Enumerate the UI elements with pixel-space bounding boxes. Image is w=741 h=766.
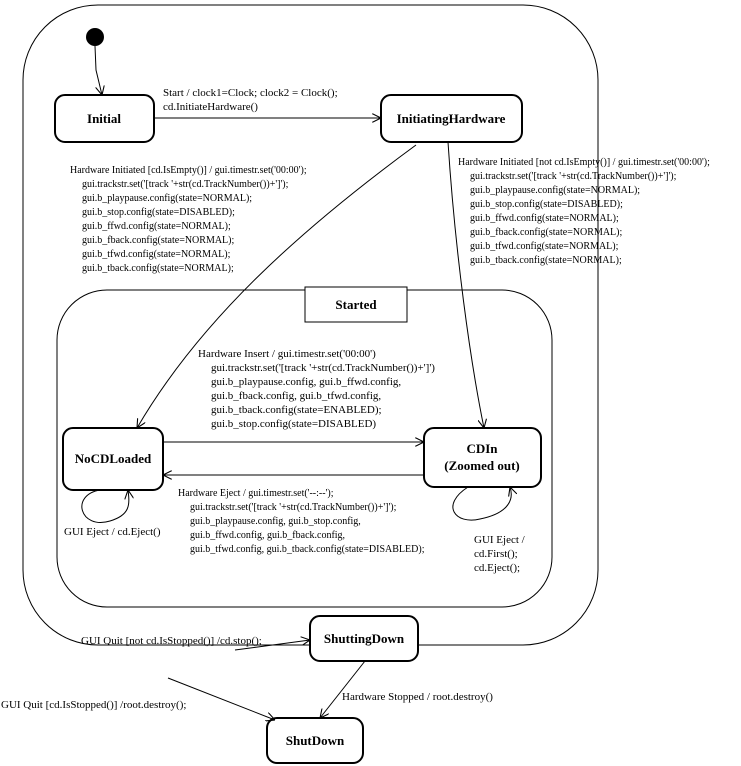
label-hw-insert-line: gui.b_playpause.config, gui.b_ffwd.confi…	[211, 376, 401, 388]
edge-initiating-to-cdin	[447, 141, 484, 428]
label-hw-insert: Hardware Insert / gui.timestr.set('00:00…	[198, 348, 438, 430]
label-start: Start / clock1=Clock; clock2 = Clock(); …	[163, 87, 340, 113]
label-hw-initiated-not-empty: Hardware Initiated [not cd.IsEmpty()] / …	[458, 157, 712, 266]
label-hw-initiated-not-empty-line: gui.trackstr.set('[track '+str(cd.TrackN…	[470, 171, 677, 182]
label-hw-initiated-not-empty-line: gui.b_fback.config(state=NORMAL);	[470, 227, 622, 238]
label-hw-insert-line: gui.b_fback.config, gui.b_tfwd.config,	[211, 390, 381, 402]
label-gui-eject-cdin-line: GUI Eject /	[474, 534, 526, 546]
label-hw-initiated-empty-line: Hardware Initiated [cd.IsEmpty()] / gui.…	[70, 165, 307, 176]
label-hw-eject-line: gui.trackstr.set('[track '+str(cd.TrackN…	[190, 502, 397, 513]
label-hw-initiated-not-empty-line: gui.b_tback.config(state=NORMAL);	[470, 255, 622, 266]
initial-pseudostate	[86, 28, 104, 46]
label-gui-quit-stopped: GUI Quit [cd.IsStopped()] /root.destroy(…	[1, 699, 186, 711]
state-cd-in: CDIn (Zoomed out)	[423, 427, 542, 488]
self-loop-cdin	[452, 487, 511, 521]
state-no-cd-loaded: NoCDLoaded	[62, 427, 164, 491]
label-hw-eject-line: gui.b_ffwd.config, gui.b_fback.config,	[190, 530, 345, 541]
edge-initiating-to-nocdloaded	[137, 144, 417, 428]
label-hw-initiated-empty-line: gui.trackstr.set('[track '+str(cd.TrackN…	[82, 179, 289, 190]
label-hw-insert-line: gui.b_stop.config(state=DISABLED)	[211, 418, 376, 430]
self-loop-nocdloaded	[81, 490, 129, 523]
label-hw-initiated-empty-line: gui.b_playpause.config(state=NORMAL);	[82, 193, 252, 204]
edge-to-shutting-down	[234, 640, 310, 651]
state-initial-label: Initial	[87, 111, 121, 126]
edge-shuttingdown-to-shutdown	[320, 660, 366, 718]
label-hw-initiated-not-empty-line: gui.b_tfwd.config(state=NORMAL);	[470, 241, 619, 252]
label-hw-eject-line: gui.b_playpause.config, gui.b_stop.confi…	[190, 516, 361, 527]
label-hw-initiated-empty-line: gui.b_fback.config(state=NORMAL);	[82, 235, 234, 246]
started-label: Started	[335, 297, 377, 312]
state-initiating-hardware: InitiatingHardware	[380, 94, 523, 143]
label-hw-initiated-empty-line: gui.b_ffwd.config(state=NORMAL);	[82, 221, 231, 232]
label-hw-eject: Hardware Eject / gui.timestr.set('--:--'…	[178, 488, 425, 555]
label-start-line: cd.InitiateHardware()	[163, 101, 258, 113]
label-hw-initiated-not-empty-line: gui.b_stop.config(state=DISABLED);	[470, 199, 623, 210]
state-cd-in-label-1: CDIn	[466, 441, 498, 456]
label-hw-insert-line: Hardware Insert / gui.timestr.set('00:00…	[198, 348, 376, 360]
edge-initial-to-initial-state	[94, 45, 102, 95]
label-hw-initiated-empty: Hardware Initiated [cd.IsEmpty()] / gui.…	[70, 165, 309, 274]
state-no-cd-loaded-label: NoCDLoaded	[75, 451, 152, 466]
label-gui-eject-cdin: GUI Eject / cd.First(); cd.Eject();	[474, 534, 527, 574]
label-hw-initiated-empty-line: gui.b_stop.config(state=DISABLED);	[82, 207, 235, 218]
label-hw-initiated-not-empty-line: Hardware Initiated [not cd.IsEmpty()] / …	[458, 157, 710, 168]
state-shutting-down-label: ShuttingDown	[324, 631, 405, 646]
label-hw-eject-line: gui.b_tfwd.config, gui.b_tback.config(st…	[190, 544, 425, 555]
label-gui-eject-cdin-line: cd.Eject();	[474, 562, 520, 574]
label-hw-insert-line: gui.trackstr.set('[track '+str(cd.TrackN…	[211, 362, 435, 374]
label-hw-initiated-empty-line: gui.b_tfwd.config(state=NORMAL);	[82, 249, 231, 260]
started-label-box	[304, 286, 408, 323]
state-initial: Initial	[54, 94, 155, 143]
label-hw-initiated-empty-line: gui.b_tback.config(state=NORMAL);	[82, 263, 234, 274]
label-start-line: Start / clock1=Clock; clock2 = Clock();	[163, 87, 338, 99]
label-hw-eject-line: Hardware Eject / gui.timestr.set('--:--'…	[178, 488, 334, 499]
state-shutting-down: ShuttingDown	[309, 615, 419, 662]
label-gui-eject-nocd: GUI Eject / cd.Eject()	[64, 526, 161, 538]
label-hw-initiated-not-empty-line: gui.b_ffwd.config(state=NORMAL);	[470, 213, 619, 224]
state-shut-down: ShutDown	[266, 717, 364, 764]
label-gui-quit-not-stopped: GUI Quit [not cd.IsStopped()] /cd.stop()…	[81, 635, 262, 647]
label-gui-eject-cdin-line: cd.First();	[474, 548, 518, 560]
edge-quit-to-shutdown	[167, 677, 275, 720]
label-hw-insert-line: gui.b_tback.config(state=ENABLED);	[211, 404, 382, 416]
label-hw-stopped: Hardware Stopped / root.destroy()	[342, 691, 493, 703]
label-hw-initiated-not-empty-line: gui.b_playpause.config(state=NORMAL);	[470, 185, 640, 196]
state-shut-down-label: ShutDown	[286, 733, 345, 748]
state-initiating-hardware-label: InitiatingHardware	[397, 111, 506, 126]
state-cd-in-label-2: (Zoomed out)	[444, 458, 519, 473]
